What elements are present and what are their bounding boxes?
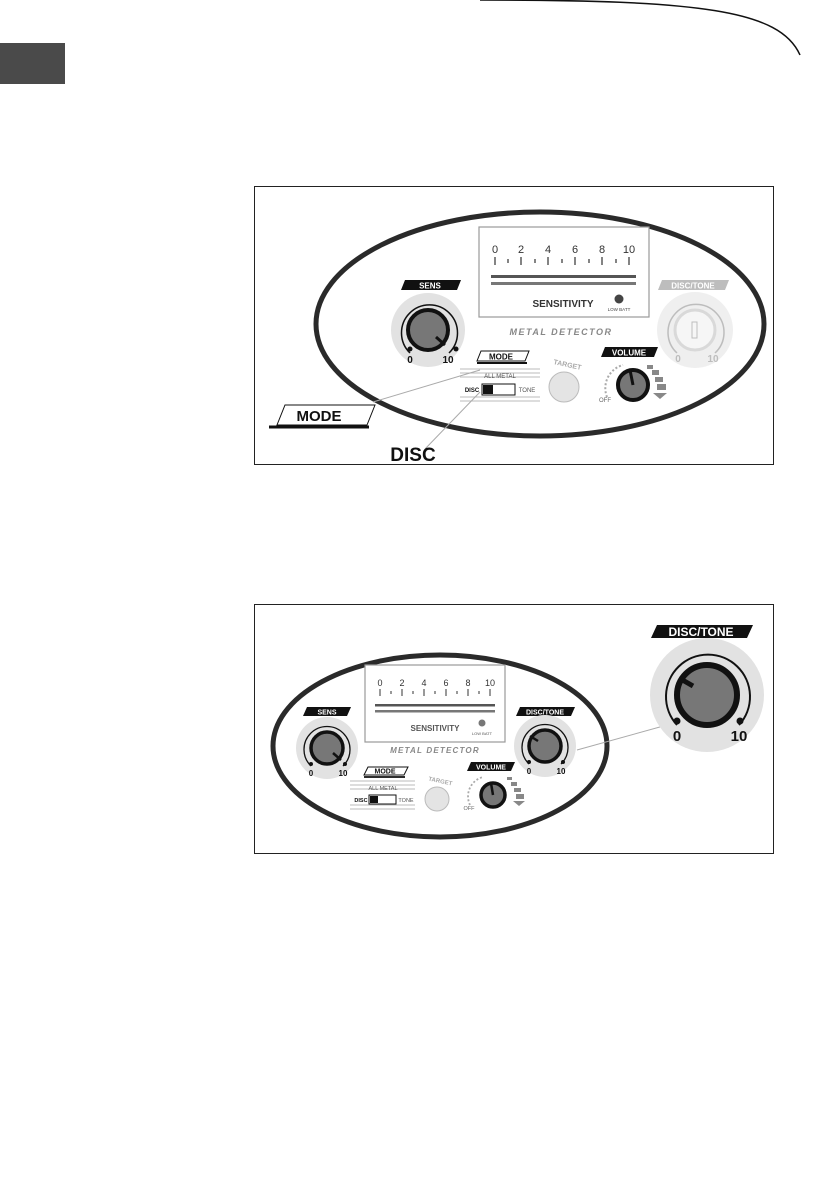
sensitivity-meter: 0 2 4 6 8 10 SENSITIVITY LOW BATT — [479, 227, 649, 317]
meter-scale-6: 6 — [572, 244, 578, 256]
sens-max-label: 10 — [442, 355, 454, 366]
meter-scale-2: 2 — [518, 244, 524, 256]
meter-scale-4: 4 — [545, 244, 551, 256]
low-batt-led — [479, 720, 486, 727]
sensitivity-label: SENSITIVITY — [411, 724, 461, 733]
mode-label: MODE — [375, 769, 396, 776]
low-batt-label: LOW BATT — [472, 731, 493, 736]
meter-scale-8: 8 — [465, 678, 470, 688]
low-batt-led — [615, 295, 624, 304]
tone-label: TONE — [398, 798, 414, 804]
chapter-tab — [0, 43, 65, 84]
all-metal-label: ALL METAL — [484, 374, 516, 380]
disc-label: DISC — [354, 798, 367, 804]
figure-mode-switch: 0 2 4 6 8 10 SENSITIVITY LOW BATT METAL … — [254, 186, 774, 465]
volume-off-label: OFF — [599, 398, 611, 404]
disc-tone-callout-label: DISC/TONE — [668, 625, 733, 639]
sens-max-label: 10 — [339, 769, 348, 778]
disc-tone-min-label: 0 — [527, 767, 532, 776]
disc-tone-callout-max: 10 — [731, 728, 748, 745]
volume-label: VOLUME — [476, 765, 506, 772]
disc-tone-callout-knob[interactable] — [677, 665, 737, 725]
all-metal-label: ALL METAL — [368, 786, 397, 792]
disc-tone-callout: DISC/TONE 0 10 — [650, 625, 764, 752]
mode-label: MODE — [489, 353, 514, 362]
target-light — [425, 787, 449, 811]
figure-disc-tone-control: 0 2 4 6 8 10 SENSITIVITY LOW BATT METAL … — [254, 604, 774, 854]
sensitivity-label: SENSITIVITY — [532, 299, 593, 310]
volume-off-label: OFF — [464, 806, 476, 812]
volume-label: VOLUME — [612, 349, 647, 358]
disc-tone-callout-min: 0 — [673, 728, 681, 745]
disc-tone-knob[interactable] — [529, 730, 561, 762]
meter-scale-4: 4 — [421, 678, 426, 688]
meter-scale-8: 8 — [599, 244, 605, 256]
sens-label: SENS — [317, 710, 336, 717]
mode-callout: MODE — [269, 405, 375, 427]
sens-label: SENS — [419, 282, 441, 291]
disc-tone-label: DISC/TONE — [671, 282, 715, 291]
sens-min-label: 0 — [407, 355, 413, 366]
disc-tone-min-label: 0 — [675, 354, 681, 365]
disc-callout-label: DISC — [390, 445, 436, 464]
brand-label: METAL DETECTOR — [509, 327, 612, 337]
sensitivity-meter: 0 2 4 6 8 10 SENSITIVITY LOW BATT — [365, 665, 505, 742]
meter-scale-0: 0 — [377, 678, 382, 688]
meter-scale-6: 6 — [443, 678, 448, 688]
low-batt-label: LOW BATT — [608, 307, 631, 312]
meter-scale-0: 0 — [492, 244, 498, 256]
brand-label: METAL DETECTOR — [390, 746, 480, 755]
meter-scale-10: 10 — [623, 244, 635, 256]
page-corner-curve — [0, 0, 839, 60]
meter-scale-2: 2 — [399, 678, 404, 688]
meter-scale-10: 10 — [485, 678, 495, 688]
disc-label: DISC — [465, 388, 480, 394]
disc-tone-knob[interactable] — [675, 310, 715, 350]
target-light — [549, 372, 579, 402]
sens-min-label: 0 — [309, 769, 314, 778]
mode-callout-label: MODE — [297, 408, 342, 425]
tone-label: TONE — [519, 388, 536, 394]
disc-tone-max-label: 10 — [707, 354, 719, 365]
disc-tone-max-label: 10 — [557, 767, 566, 776]
